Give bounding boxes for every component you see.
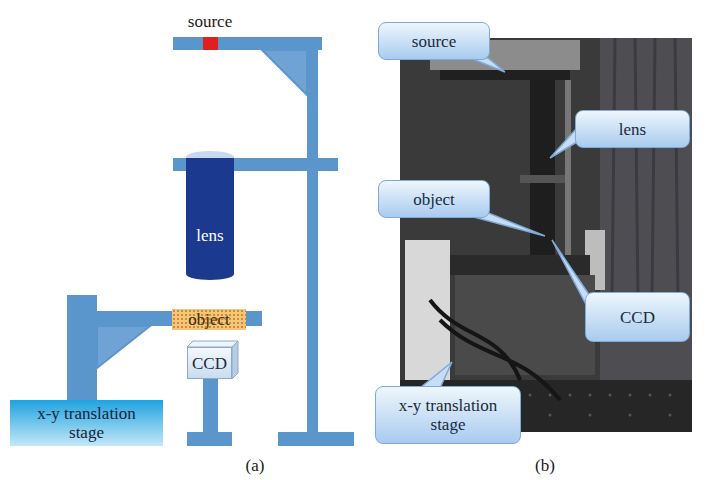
translation-stage: x-y translation stage [10, 400, 163, 446]
curtain [600, 38, 692, 432]
stage-post [67, 295, 97, 400]
post [307, 37, 318, 432]
brace [97, 326, 150, 368]
callout-bubble: object [378, 180, 490, 218]
node-text: CCD [620, 308, 655, 327]
base [278, 432, 354, 446]
part-label: source [188, 12, 232, 31]
lens-tube [530, 80, 555, 265]
lens-ring [520, 175, 565, 183]
node-text: x-y translation stage [382, 396, 514, 434]
node-text: object [188, 310, 230, 329]
panel-label: (a) [246, 456, 265, 475]
source-emitter [203, 37, 218, 50]
node-text: source [412, 32, 456, 51]
brace [262, 50, 307, 95]
ccd-side [232, 341, 238, 379]
object-plate: object [172, 309, 246, 330]
callout-bubble: x-y translation stage [375, 386, 521, 444]
callout-bubble: CCD [585, 292, 690, 342]
ccd-post [203, 379, 218, 432]
source-bar [173, 37, 322, 50]
node-text: object [413, 190, 455, 209]
ccd-base [187, 432, 232, 446]
photo [400, 38, 692, 432]
panel-label: (b) [535, 456, 555, 475]
lens-cylinder: lens [186, 158, 234, 280]
ccd-camera: CCD [187, 347, 232, 379]
node-text: lens [619, 120, 646, 139]
stage-body [455, 275, 595, 375]
callout-bubble: lens [575, 110, 690, 148]
callout-tails [420, 58, 590, 388]
curtain-folds [612, 38, 678, 300]
node-text: CCD [192, 354, 227, 373]
cables [430, 300, 560, 400]
node-text: x-y translation stage [32, 404, 141, 442]
callout-bubble: source [378, 22, 490, 60]
node-text: lens [196, 226, 223, 245]
